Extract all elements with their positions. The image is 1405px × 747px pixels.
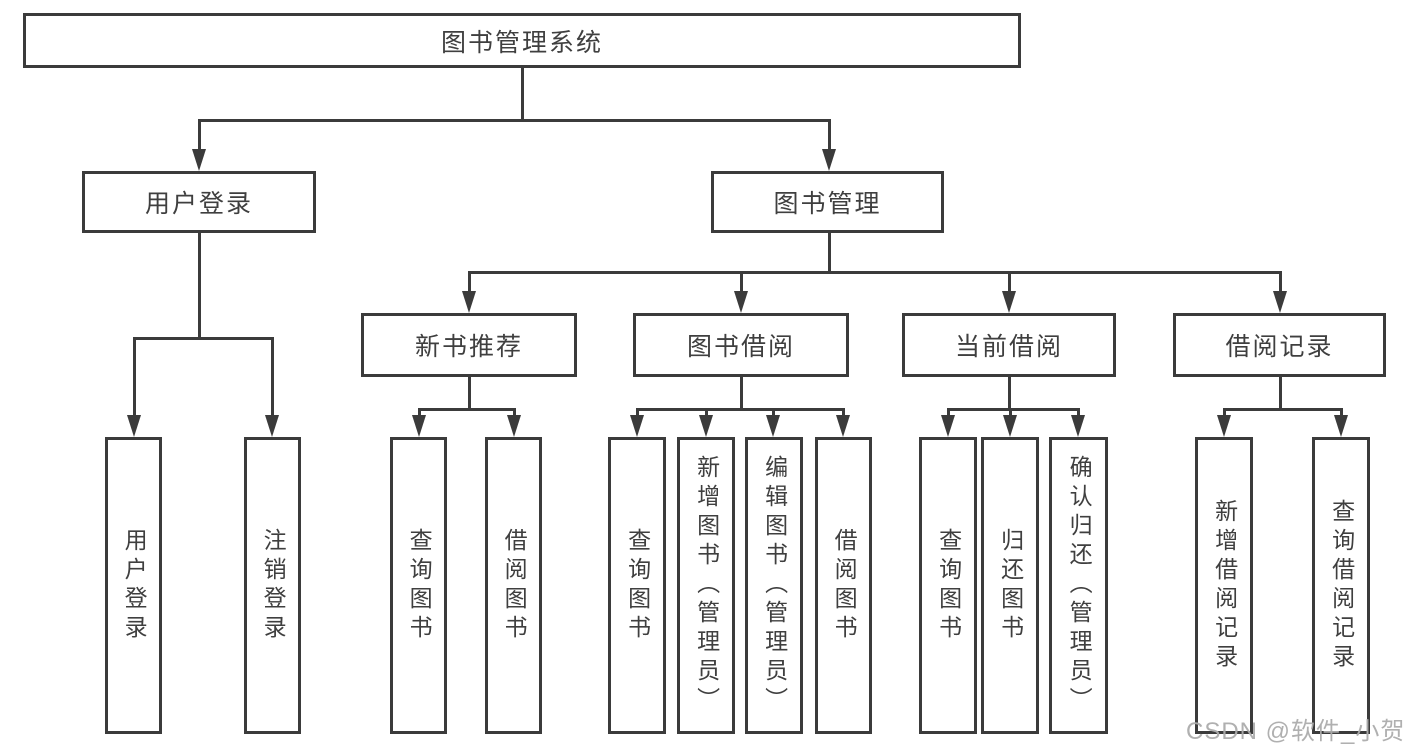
- node-book-borrow: 图书借阅: [633, 313, 849, 377]
- leaf-user-login-label: 用户登录: [121, 527, 148, 644]
- leaf-add-book-admin-label: 新增图书（管理员）: [693, 455, 720, 716]
- connector-arrow-shaft: [198, 119, 201, 151]
- connector-arrow-shaft: [1077, 408, 1080, 417]
- leaf-query-books-borrow-label: 查询图书: [624, 527, 651, 644]
- leaf-borrow-books-recommend-label: 借阅图书: [501, 527, 528, 644]
- connector-arrow-shaft: [1223, 408, 1226, 417]
- node-new-book-recommend-label: 新书推荐: [414, 333, 523, 361]
- connector-arrow-shaft: [842, 408, 845, 417]
- leaf-add-book-admin: 新增图书（管理员）: [677, 437, 735, 734]
- connector-arrow-shaft: [705, 408, 708, 417]
- leaf-logout: 注销登录: [244, 437, 301, 734]
- connector-current-borrow-crossbar: [947, 408, 1080, 411]
- arrowhead-down-icon: [630, 415, 644, 437]
- connector-borrow-records-crossbar: [1223, 408, 1343, 411]
- connector-arrow-shaft: [828, 119, 831, 151]
- arrowhead-down-icon: [1217, 415, 1231, 437]
- connector-arrow-shaft: [772, 408, 775, 417]
- connector-new-book-crossbar: [418, 408, 516, 411]
- connector-new-book-stem: [468, 377, 471, 411]
- arrowhead-down-icon: [1071, 415, 1085, 437]
- watermark-text: CSDN @软件_小贺同学: [1186, 718, 1405, 745]
- connector-arrow-shaft: [1340, 408, 1343, 417]
- arrowhead-down-icon: [822, 149, 836, 171]
- leaf-borrow-books-label: 借阅图书: [831, 527, 858, 644]
- arrowhead-down-icon: [1003, 415, 1017, 437]
- connector-arrow-shaft: [947, 408, 950, 417]
- connector-arrow-shaft: [636, 408, 639, 417]
- arrowhead-down-icon: [734, 291, 748, 313]
- node-borrow-records: 借阅记录: [1173, 313, 1386, 377]
- connector-arrow-shaft: [418, 408, 421, 417]
- leaf-query-books-recommend-label: 查询图书: [406, 527, 433, 644]
- node-book-management: 图书管理: [711, 171, 944, 233]
- arrowhead-down-icon: [265, 415, 279, 437]
- leaf-add-borrow-record-label: 新增借阅记录: [1211, 498, 1238, 673]
- node-user-login: 用户登录: [82, 171, 316, 233]
- arrowhead-down-icon: [462, 291, 476, 313]
- leaf-query-books-recommend: 查询图书: [390, 437, 447, 734]
- node-borrow-records-label: 借阅记录: [1225, 333, 1334, 361]
- leaf-query-books-current: 查询图书: [919, 437, 977, 734]
- connector-arrow-shaft: [513, 408, 516, 417]
- leaf-confirm-return-admin-label: 确认归还（管理员）: [1066, 455, 1093, 716]
- connector-book-borrow-crossbar: [636, 408, 845, 411]
- node-book-management-label: 图书管理: [773, 190, 882, 218]
- arrowhead-down-icon: [1334, 415, 1348, 437]
- connector-arrow-shaft: [740, 271, 743, 293]
- connector-current-borrow-stem: [1008, 377, 1011, 411]
- leaf-query-borrow-record: 查询借阅记录: [1312, 437, 1370, 734]
- leaf-logout-label: 注销登录: [260, 527, 287, 644]
- leaf-return-book: 归还图书: [981, 437, 1039, 734]
- arrowhead-down-icon: [192, 149, 206, 171]
- node-root-label: 图书管理系统: [440, 28, 603, 57]
- leaf-borrow-books: 借阅图书: [815, 437, 872, 734]
- leaf-add-borrow-record: 新增借阅记录: [1195, 437, 1253, 734]
- arrowhead-down-icon: [941, 415, 955, 437]
- leaf-query-borrow-record-label: 查询借阅记录: [1328, 498, 1355, 673]
- leaf-user-login: 用户登录: [105, 437, 162, 734]
- connector-user-login-crossbar: [133, 337, 274, 340]
- leaf-confirm-return-admin: 确认归还（管理员）: [1049, 437, 1108, 734]
- connector-arrow-shaft: [133, 337, 136, 417]
- connector-book-management-crossbar: [468, 271, 1282, 274]
- connector-root-stem: [521, 68, 524, 122]
- arrowhead-down-icon: [412, 415, 426, 437]
- arrowhead-down-icon: [766, 415, 780, 437]
- connector-root-crossbar: [198, 119, 831, 122]
- node-current-borrow-label: 当前借阅: [954, 333, 1063, 361]
- arrowhead-down-icon: [699, 415, 713, 437]
- arrowhead-down-icon: [127, 415, 141, 437]
- leaf-edit-book-admin: 编辑图书（管理员）: [745, 437, 803, 734]
- leaf-query-books-current-label: 查询图书: [935, 527, 962, 644]
- node-new-book-recommend: 新书推荐: [361, 313, 577, 377]
- connector-arrow-shaft: [271, 337, 274, 417]
- leaf-edit-book-admin-label: 编辑图书（管理员）: [761, 455, 788, 716]
- connector-book-borrow-stem: [740, 377, 743, 411]
- connector-arrow-shaft: [1009, 408, 1012, 417]
- arrowhead-down-icon: [1273, 291, 1287, 313]
- node-current-borrow: 当前借阅: [902, 313, 1116, 377]
- leaf-borrow-books-recommend: 借阅图书: [485, 437, 542, 734]
- connector-book-management-stem: [828, 233, 831, 274]
- node-book-borrow-label: 图书借阅: [686, 333, 795, 361]
- arrowhead-down-icon: [836, 415, 850, 437]
- arrowhead-down-icon: [507, 415, 521, 437]
- connector-user-login-stem: [198, 233, 201, 340]
- connector-borrow-records-stem: [1279, 377, 1282, 411]
- arrowhead-down-icon: [1002, 291, 1016, 313]
- node-user-login-label: 用户登录: [144, 190, 253, 218]
- connector-arrow-shaft: [1008, 271, 1011, 293]
- leaf-return-book-label: 归还图书: [997, 527, 1024, 644]
- leaf-query-books-borrow: 查询图书: [608, 437, 666, 734]
- node-root: 图书管理系统: [23, 13, 1021, 68]
- connector-arrow-shaft: [1279, 271, 1282, 293]
- connector-arrow-shaft: [468, 271, 471, 293]
